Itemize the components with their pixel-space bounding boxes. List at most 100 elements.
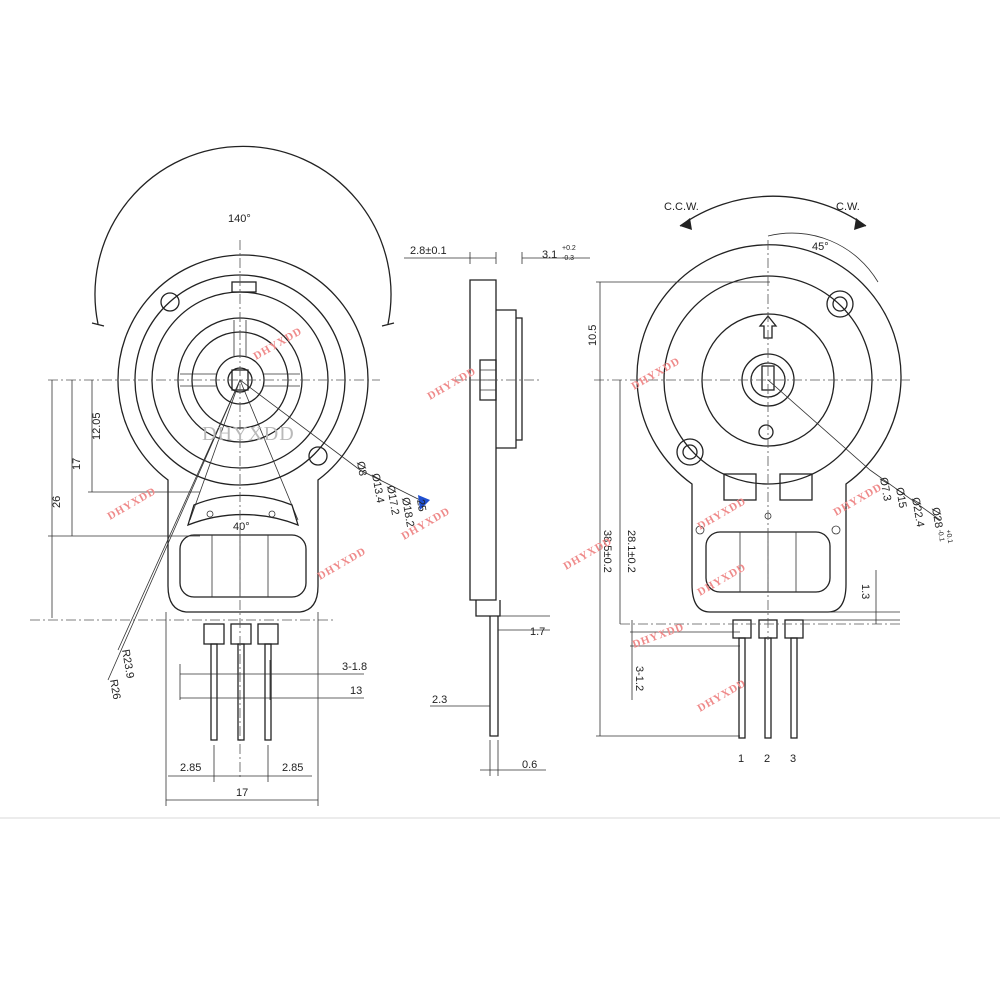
front-ear-right [308,446,328,466]
back-pin-2 [764,637,772,739]
front-pin-3-head [257,623,279,645]
dim-d13-4: Ø13.4 [369,472,386,504]
dim-10-5: 10.5 [587,325,599,346]
side-top-dims [404,252,590,264]
outer-arc-140 [94,145,392,325]
front-ear-left [160,292,180,312]
watermark-2: DHYXDD [106,485,159,523]
dim-12-05: 12.05 [91,412,103,440]
front-wiper-cross [180,320,300,387]
sector-40-lines [189,379,299,521]
blue-arrow-mark [418,495,430,510]
back-pin-1 [738,637,746,739]
back-pin-3-head [784,619,804,639]
dim-1-7: 1.7 [530,626,545,638]
pin-number-3: 3 [790,753,796,765]
back-rivet [758,424,774,440]
rotation-arc [679,195,867,227]
pin-number-1: 1 [738,753,744,765]
angle-top-label: 140° [228,213,251,225]
side-view: 2.8±0.1 3.1 +0.2 -0.3 1.7 2.3 0.6 [404,245,590,776]
dim-17: 17 [71,458,83,470]
dim-2-8: 2.8±0.1 [410,245,447,257]
dim-3-1-8: 3-1.8 [342,661,367,673]
back-hole-top-right-inner [832,296,848,312]
dim-1-3: 1.3 [859,584,871,599]
dim-pitch-left: 2.85 [180,762,201,774]
back-left-dim-lines [596,281,770,737]
angle-inner-label: 40° [233,521,250,533]
back-small-hole-2 [831,525,841,535]
rotation-arrowheads [680,218,866,230]
watermark-big: DHYXDD [202,423,295,445]
angle-45-label: 45° [812,241,829,253]
back-hole-top-right [826,290,854,318]
pin-dim-lines [179,660,364,700]
side-hub [479,359,497,401]
dim-d15: Ø15 [893,486,908,509]
back-pin-1-head [732,619,752,639]
dim-width-17: 17 [236,787,248,799]
side-shaft [516,317,523,441]
front-resistor-block [179,534,307,598]
dim-3-1-2: 3-1.2 [633,666,645,691]
dim-r23-9: R23.9 [119,648,136,679]
back-pin-3 [790,637,798,739]
back-gap-dim-lines [800,570,900,624]
back-diameter-leader [767,379,941,521]
dim-d28-tol-upper: +0.1 [944,529,953,544]
side-plate [469,279,497,601]
dim-d28-tol-lower: -0.1 [936,529,945,542]
side-rotor [496,309,517,449]
dim-r26: R26 [107,678,122,700]
sector-40-band [186,494,300,527]
dim-d8: Ø8 [354,460,368,477]
side-pin [489,616,499,737]
radius-leaders [107,379,241,681]
dim-38-5: 38.5±0.2 [601,530,613,573]
side-pin-thickness-dim [498,615,550,631]
back-pad-right [779,473,813,501]
front-pin-2-head [230,623,252,645]
dim-13: 13 [350,685,362,697]
watermark-11: DHYXDD [696,677,749,715]
dim-3-1-tol-lower: -0.3 [562,255,574,262]
front-top-notch [231,281,257,293]
back-hole-bottom-left-inner [682,444,698,460]
dim-d28: Ø28 [929,506,944,529]
dim-pitch-right: 2.85 [282,762,303,774]
back-pins [732,619,804,739]
back-pad-left [723,473,757,501]
dim-0-6: 0.6 [522,759,537,771]
dim-2-3: 2.3 [432,694,447,706]
dim-d22-4: Ø22.4 [909,496,926,528]
outer-arc-ticks [91,322,395,327]
watermark-9: DHYXDD [696,561,749,599]
back-pin-dim-lines [630,620,740,700]
watermark-12: DHYXDD [832,481,885,519]
dim-d7-3: Ø7.3 [877,476,893,502]
sector-hole-2 [268,510,276,518]
front-pins [203,623,279,741]
back-hole-bottom-left [676,438,704,466]
front-view: 140° 40° [30,145,430,806]
back-view: C.C.W. C.W. 45° [587,195,953,765]
width-dim-lines [165,612,319,806]
front-pin-1-head [203,623,225,645]
front-body-outline [117,254,369,613]
dim-3-1: 3.1 [542,249,557,261]
dim-26: 26 [51,496,63,508]
dim-d18-2: Ø18.2 [399,496,416,528]
watermark-5: DHYXDD [316,545,369,583]
sector-hole-1 [206,510,214,518]
dim-d17-2: Ø17.2 [384,484,401,516]
pitch-dim-lines [168,745,312,782]
front-pin-1 [210,643,218,741]
pin-number-2: 2 [764,753,770,765]
angle-45-arc [767,232,879,283]
back-body-outline [636,244,902,613]
rotation-cw-label: C.W. [836,201,860,213]
watermark-8: DHYXDD [696,495,749,533]
side-base [475,600,501,617]
dim-28-1: 28.1±0.2 [625,530,637,573]
